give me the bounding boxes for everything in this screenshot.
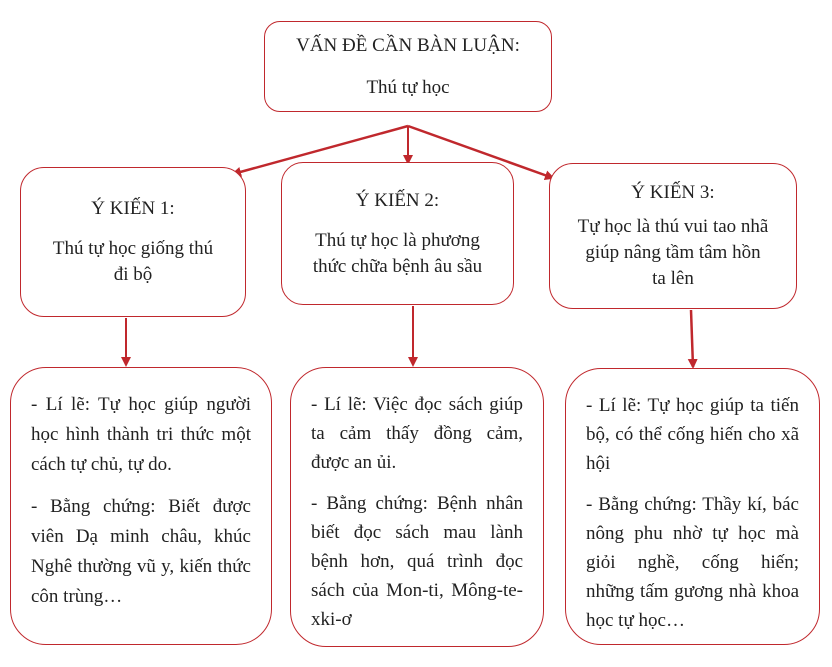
opinion-1-evidence: - Bằng chứng: Biết được viên Dạ minh châ… (31, 496, 251, 607)
opinion-1-line: đi bộ (113, 264, 153, 285)
arrow-root-to-opinion-3 (407, 124, 555, 181)
opinion-3-heading: Ý KIẾN 3: (631, 182, 715, 203)
arrow-root-to-opinion-1 (231, 124, 409, 177)
opinion-3-reason: - Lí lẽ: Tự học giúp ta tiến bộ, có thể … (586, 395, 799, 474)
root-title: VẤN ĐỀ CẦN BÀN LUẬN: (296, 34, 520, 56)
opinion-1-reason: - Lí lẽ: Tự học giúp người học hình thàn… (31, 394, 251, 475)
root-topic-box: VẤN ĐỀ CẦN BÀN LUẬN: Thú tự học (264, 21, 552, 112)
opinion-2-evidence: - Bằng chứng: Bệnh nhân biết đọc sách ma… (311, 493, 523, 630)
opinion-1-heading: Ý KIẾN 1: (91, 198, 175, 219)
detail-box-3: - Lí lẽ: Tự học giúp ta tiến bộ, có thể … (565, 368, 820, 645)
opinion-box-1: Ý KIẾN 1: Thú tự học giống thú đi bộ (20, 167, 246, 317)
opinion-box-3: Ý KIẾN 3: Tự học là thú vui tao nhã giúp… (549, 163, 797, 309)
opinion-3-line: Tự học là thú vui tao nhã (577, 216, 769, 237)
root-topic: Thú tự học (366, 76, 450, 98)
opinion-1-line: Thú tự học giống thú (52, 238, 214, 259)
arrow-opinion-3-to-detail (687, 309, 698, 369)
opinion-3-line: giúp nâng tầm tâm hồn (585, 242, 761, 263)
opinion-2-line: thức chữa bệnh âu sầu (312, 255, 483, 277)
detail-box-2: - Lí lẽ: Việc đọc sách giúp ta cảm thấy … (290, 367, 544, 647)
detail-box-1: - Lí lẽ: Tự học giúp người học hình thàn… (10, 367, 272, 645)
opinion-3-evidence: - Bằng chứng: Thầy kí, bác nông phu nhờ … (586, 494, 799, 631)
opinion-2-line: Thú tự học là phương (315, 229, 480, 251)
opinion-2-reason: - Lí lẽ: Việc đọc sách giúp ta cảm thấy … (311, 394, 523, 473)
opinion-2-heading: Ý KIẾN 2: (355, 189, 440, 211)
opinion-3-line: ta lên (652, 268, 694, 289)
opinion-box-2: Ý KIẾN 2: Thú tự học là phương thức chữa… (281, 162, 514, 305)
